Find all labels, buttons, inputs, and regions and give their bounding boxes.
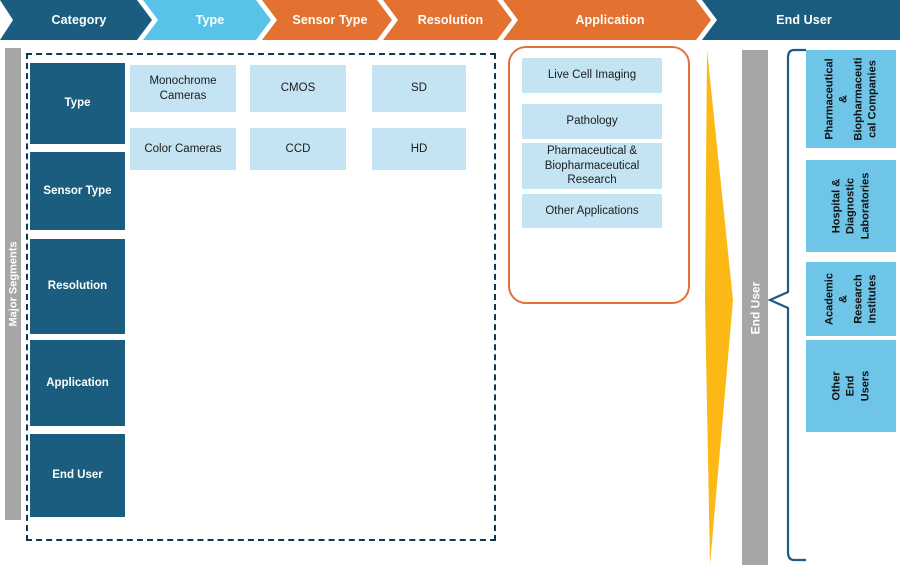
application-box-pathology[interactable]: Pathology	[522, 104, 662, 139]
chevron-step-label: Category	[51, 13, 107, 27]
segment-box-label: End User	[52, 469, 103, 482]
application-box-live-cell-imaging[interactable]: Live Cell Imaging	[522, 58, 662, 93]
application-panel	[508, 46, 690, 304]
end-user-box-label: Academic & Research Institutes	[823, 273, 879, 325]
application-box-label: Pathology	[566, 115, 618, 128]
type-box-color-cameras[interactable]: Color Cameras	[130, 128, 236, 170]
chevron-step-application[interactable]: Application	[503, 0, 711, 40]
end-user-rail-label: End User	[748, 281, 762, 334]
type-box-monochrome-cameras[interactable]: Monochrome Cameras	[130, 65, 236, 112]
end-user-box-label: Pharmaceutical & Biopharmaceuti cal Comp…	[823, 57, 879, 141]
chevron-step-label: End User	[776, 13, 832, 27]
segment-box-resolution[interactable]: Resolution	[30, 239, 125, 334]
resolution-box-label: SD	[411, 82, 427, 95]
end-user-rail: End User	[742, 50, 768, 565]
end-user-box-label: Hospital & Diagnostic Laboratories	[830, 172, 872, 240]
application-box-pharmaceutical-research[interactable]: Pharmaceutical & Biopharmaceutical Resea…	[522, 143, 662, 189]
segment-box-application[interactable]: Application	[30, 340, 125, 426]
type-box-label: Color Cameras	[144, 142, 222, 155]
sensor-type-box-cmos[interactable]: CMOS	[250, 65, 346, 112]
end-user-bracket	[767, 48, 806, 562]
segment-box-label: Type	[64, 97, 91, 110]
sensor-type-box-label: CCD	[285, 142, 311, 155]
end-user-box-pharmaceutical-companies[interactable]: Pharmaceutical & Biopharmaceuti cal Comp…	[806, 50, 896, 148]
segment-box-label: Sensor Type	[43, 184, 112, 197]
chevron-step-label: Resolution	[417, 13, 484, 27]
chevron-step-type[interactable]: Type	[143, 0, 271, 40]
yellow-funnel-shape	[705, 50, 733, 565]
chevron-step-label: Type	[195, 13, 225, 27]
chevron-step-category[interactable]: Category	[0, 0, 152, 40]
resolution-box-sd[interactable]: SD	[372, 65, 466, 112]
chevron-step-label: Application	[575, 13, 645, 27]
end-user-box-label: Other End Users	[830, 370, 872, 402]
end-user-box-hospital-laboratories[interactable]: Hospital & Diagnostic Laboratories	[806, 160, 896, 252]
application-box-label: Pharmaceutical & Biopharmaceutical Resea…	[544, 144, 640, 187]
end-user-box-other-end-users[interactable]: Other End Users	[806, 340, 896, 432]
resolution-box-hd[interactable]: HD	[372, 128, 466, 170]
segment-box-type[interactable]: Type	[30, 63, 125, 144]
segment-box-sensor-type[interactable]: Sensor Type	[30, 152, 125, 230]
major-segments-rail: Major Segments	[5, 48, 21, 520]
chevron-step-label: Sensor Type	[292, 13, 368, 27]
major-segments-rail-label: Major Segments	[7, 241, 19, 327]
segment-box-label: Application	[46, 376, 109, 389]
application-box-label: Live Cell Imaging	[547, 69, 637, 82]
end-user-box-academic-institutes[interactable]: Academic & Research Institutes	[806, 262, 896, 336]
segment-box-end-user[interactable]: End User	[30, 434, 125, 517]
segment-box-label: Resolution	[47, 280, 108, 293]
sensor-type-box-label: CMOS	[280, 82, 316, 95]
resolution-box-label: HD	[410, 142, 428, 155]
application-box-label: Other Applications	[545, 204, 639, 217]
chevron-step-end-user[interactable]: End User	[702, 0, 900, 40]
sensor-type-box-ccd[interactable]: CCD	[250, 128, 346, 170]
segments-dashed-container	[26, 53, 496, 541]
application-box-other-applications[interactable]: Other Applications	[522, 194, 662, 228]
header-chevron-band: Category Type Sensor Type Resolution App…	[0, 0, 900, 40]
chevron-step-resolution[interactable]: Resolution	[383, 0, 512, 40]
type-box-label: Monochrome Cameras	[149, 74, 217, 102]
chevron-step-sensor-type[interactable]: Sensor Type	[262, 0, 392, 40]
